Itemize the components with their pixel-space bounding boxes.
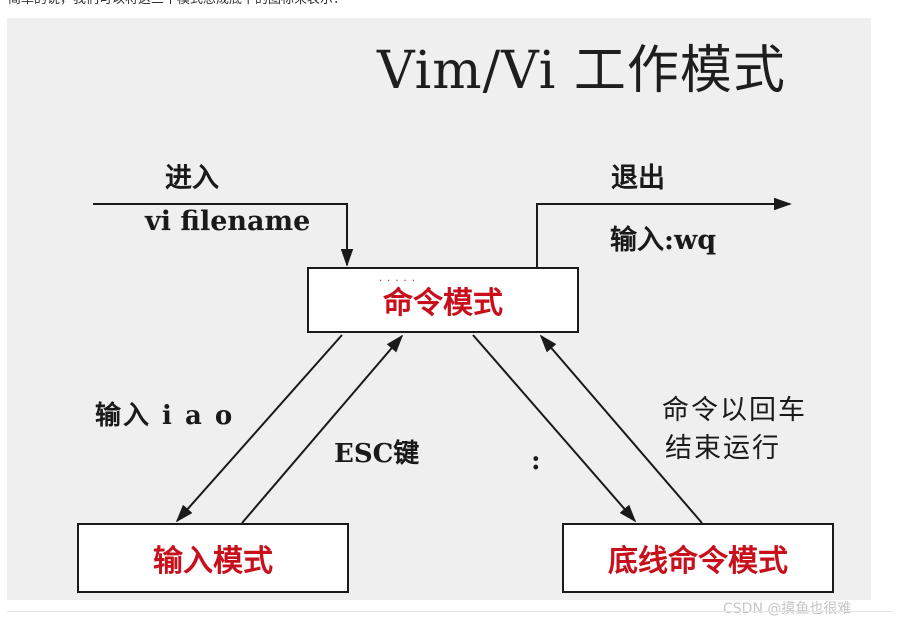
label-enter-end-line2: 结束运行 [665, 433, 781, 464]
last-line-mode-box: 底线命令模式 [562, 523, 834, 593]
csdn-watermark: CSDN @摸鱼也很难 [723, 601, 852, 617]
command-mode-label: 命令模式 [383, 286, 503, 321]
insert-to-command-arrow [241, 334, 404, 524]
vim-modes-diagram: Vim/Vi 工作模式 进入 vi filename 退出 输入:wq 命令模式… [7, 18, 871, 600]
insert-mode-label: 输入模式 [153, 544, 273, 579]
command-to-lastline-arrow [472, 334, 637, 523]
last-line-mode-label: 底线命令模式 [608, 544, 788, 579]
label-enter-end-line1: 命令以回车 [662, 395, 807, 426]
command-to-insert-arrow [175, 334, 343, 523]
enter-arrow [93, 203, 354, 267]
label-wq: 输入:wq [610, 225, 717, 256]
underline-marks: ····· [379, 276, 420, 287]
lastline-to-command-arrow [539, 334, 703, 524]
insert-mode-box: 输入模式 [77, 523, 349, 593]
divider [7, 611, 892, 612]
label-enter: 进入 [165, 163, 219, 194]
diagram-title: Vim/Vi 工作模式 [377, 41, 786, 101]
label-exit: 退出 [611, 163, 665, 194]
intro-text: 简单的说，我们可以将这三个模式想成底下的图标来表示： [8, 0, 888, 8]
label-esc-key: ESC键 [334, 439, 420, 469]
label-colon: : [531, 446, 541, 476]
command-mode-box: 命令模式 [307, 267, 579, 333]
exit-arrow [536, 197, 792, 267]
label-insert-keys: 输入 i a o [95, 401, 235, 431]
diagram-arrows [93, 197, 792, 524]
label-vi-filename: vi filename [145, 206, 311, 237]
